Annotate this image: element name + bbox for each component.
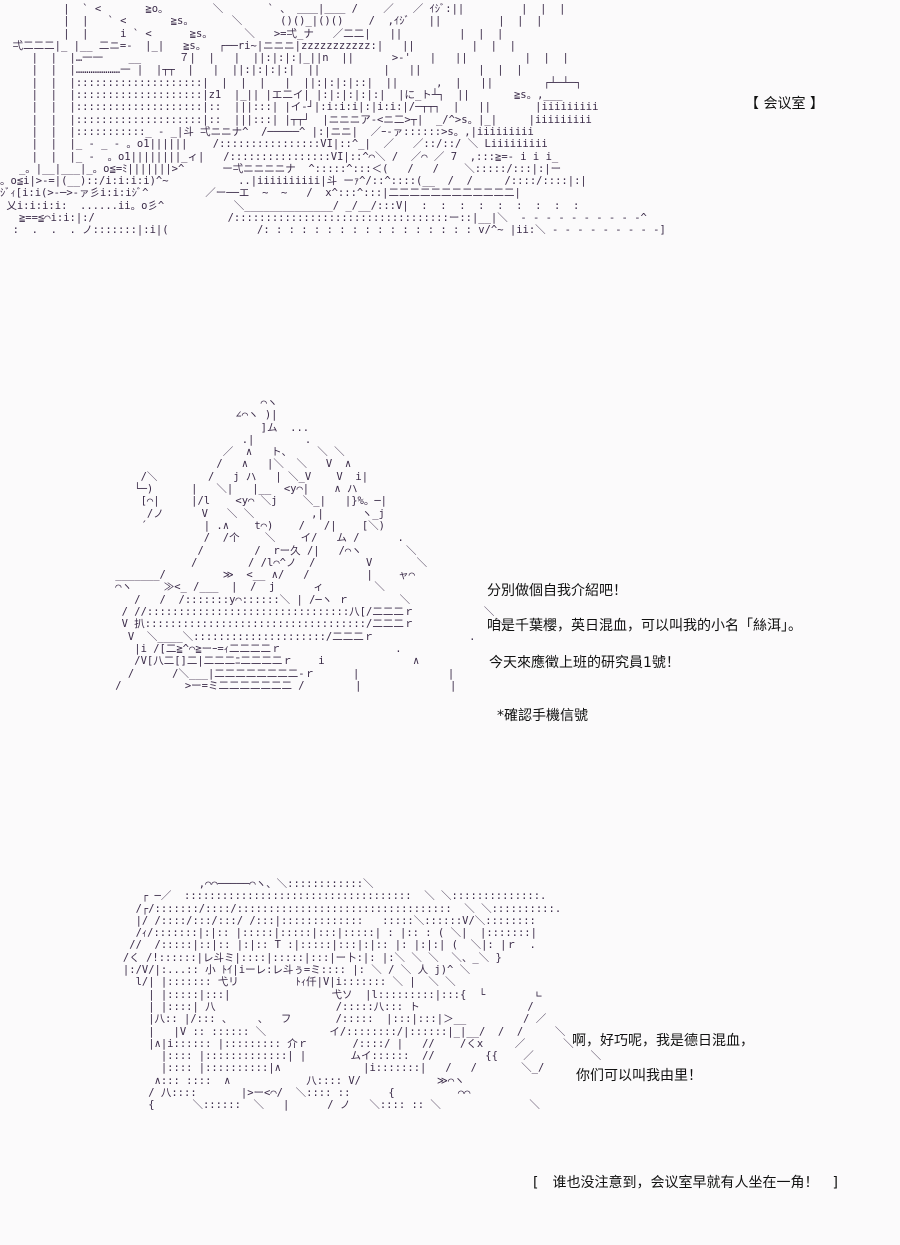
meeting-room-art: | ` < ≧o。 ＼ ` 、 ＿＿|＿＿ / ／ ／ ｲｼﾞ:|| | | |… <box>0 3 666 237</box>
dialogue-line: 你们可以叫我由里！ <box>576 1068 702 1084</box>
action-note: *確認手機信號 <box>497 708 588 724</box>
narration-caption: [ 谁也没注意到，会议室早就有人坐在一角！ ] <box>533 1175 838 1191</box>
dialogue-line: 啊，好巧呢，我是德日混血， <box>572 1033 754 1049</box>
sakura-character-art: ⌒ヽ ∠⌒ヽ )| ]ム ... .| . ／ ∧ ト、 ＼ ＼ / ∧ |＼ … <box>115 397 508 692</box>
dialogue-line: 咱是千葉櫻，英日混血，可以叫我的小名「絲洱」。 <box>487 618 802 634</box>
dialogue-line: 今天來應徵上班的研究員1號！ <box>489 655 680 671</box>
dialogue-line: 分別做個自我介紹吧！ <box>487 583 627 599</box>
scene-caption: 【 会议室 】 <box>745 96 824 112</box>
yuri-character-art: ,⌒⌒─────⌒ヽ、＼::::::::::::＼ ┌ ─／ :::::::::… <box>122 878 602 1112</box>
